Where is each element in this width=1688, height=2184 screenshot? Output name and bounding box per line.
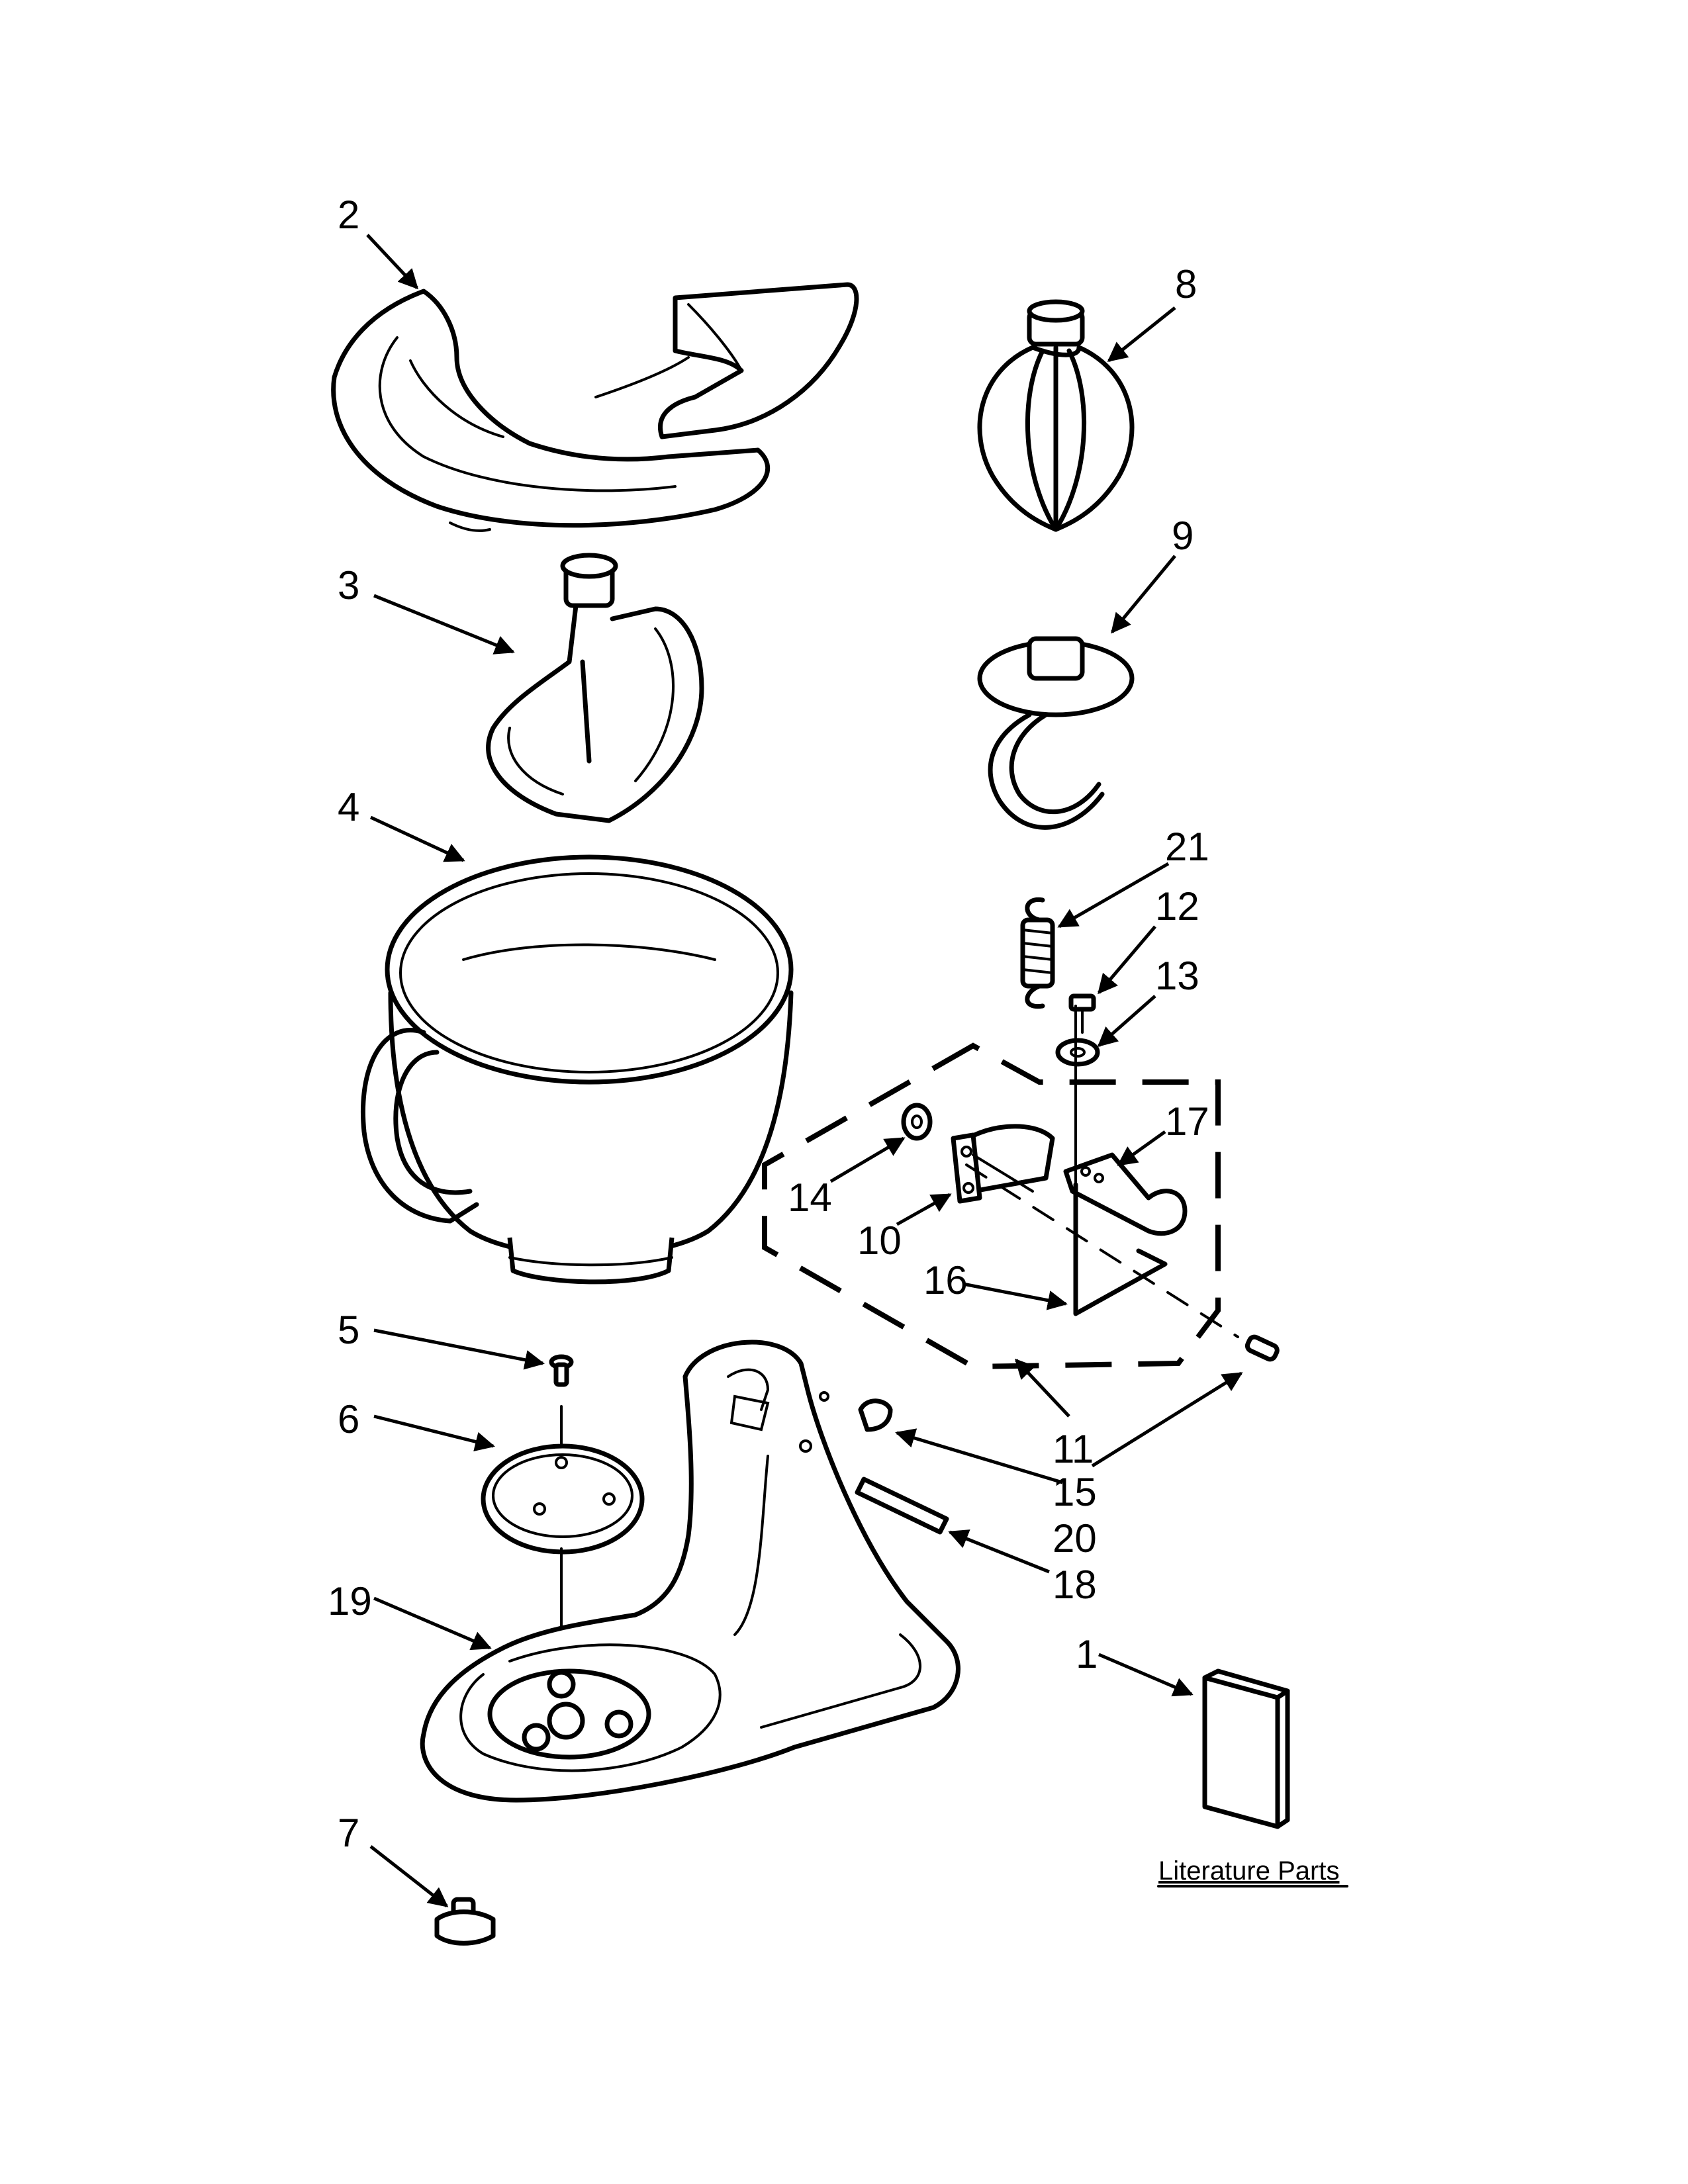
callout-19: 19 xyxy=(328,1579,372,1623)
callout-9: 9 xyxy=(1172,514,1194,558)
callout-5: 5 xyxy=(338,1308,359,1352)
callout-3: 3 xyxy=(338,563,359,608)
pedestal-base xyxy=(420,1340,961,1803)
callout-14: 14 xyxy=(788,1175,832,1220)
lock-rod xyxy=(1073,1182,1168,1316)
callout-13: 13 xyxy=(1155,954,1199,998)
hinge-bracket xyxy=(951,1124,1055,1204)
washer-14 xyxy=(901,1103,933,1141)
callout-8: 8 xyxy=(1175,262,1197,306)
callout-2: 2 xyxy=(338,193,359,237)
callout-1: 1 xyxy=(1076,1632,1098,1676)
callout-12: 12 xyxy=(1155,884,1199,929)
callout-17: 17 xyxy=(1165,1099,1209,1144)
leader-lines xyxy=(366,234,1243,1907)
callout-4: 4 xyxy=(338,785,359,829)
screw-5 xyxy=(549,1354,574,1387)
callout-20: 20 xyxy=(1053,1516,1097,1561)
pouring-shield xyxy=(331,282,859,532)
hinge-pin xyxy=(1244,1334,1280,1362)
callout-6: 6 xyxy=(338,1397,359,1441)
callout-11: 11 xyxy=(1053,1427,1094,1471)
mixing-bowl xyxy=(361,854,794,1285)
literature-parts-label: Literature Parts xyxy=(1158,1856,1339,1886)
lock-lever xyxy=(1063,1152,1188,1236)
literature-book xyxy=(1202,1668,1290,1829)
hinge-assembly-outline xyxy=(762,1042,1221,1370)
callout-18: 18 xyxy=(1053,1563,1097,1607)
pin-18 xyxy=(855,1477,949,1535)
callout-7: 7 xyxy=(338,1811,359,1855)
clip-20 xyxy=(858,1398,893,1432)
callout-21: 21 xyxy=(1165,825,1209,869)
bowl-clamp-plate xyxy=(481,1443,645,1555)
callout-16: 16 xyxy=(923,1258,968,1302)
foot-7 xyxy=(434,1897,496,1946)
callout-10: 10 xyxy=(857,1218,902,1263)
callout-15: 15 xyxy=(1053,1470,1097,1514)
washer-13 xyxy=(1055,1038,1100,1067)
spring xyxy=(1020,897,1055,1009)
wire-whip xyxy=(977,299,1135,532)
callout-labels: 2 8 3 9 4 21 12 13 17 14 10 16 11 15 20 … xyxy=(328,193,1348,1888)
flat-beater xyxy=(486,553,704,823)
dough-hook xyxy=(977,636,1135,830)
